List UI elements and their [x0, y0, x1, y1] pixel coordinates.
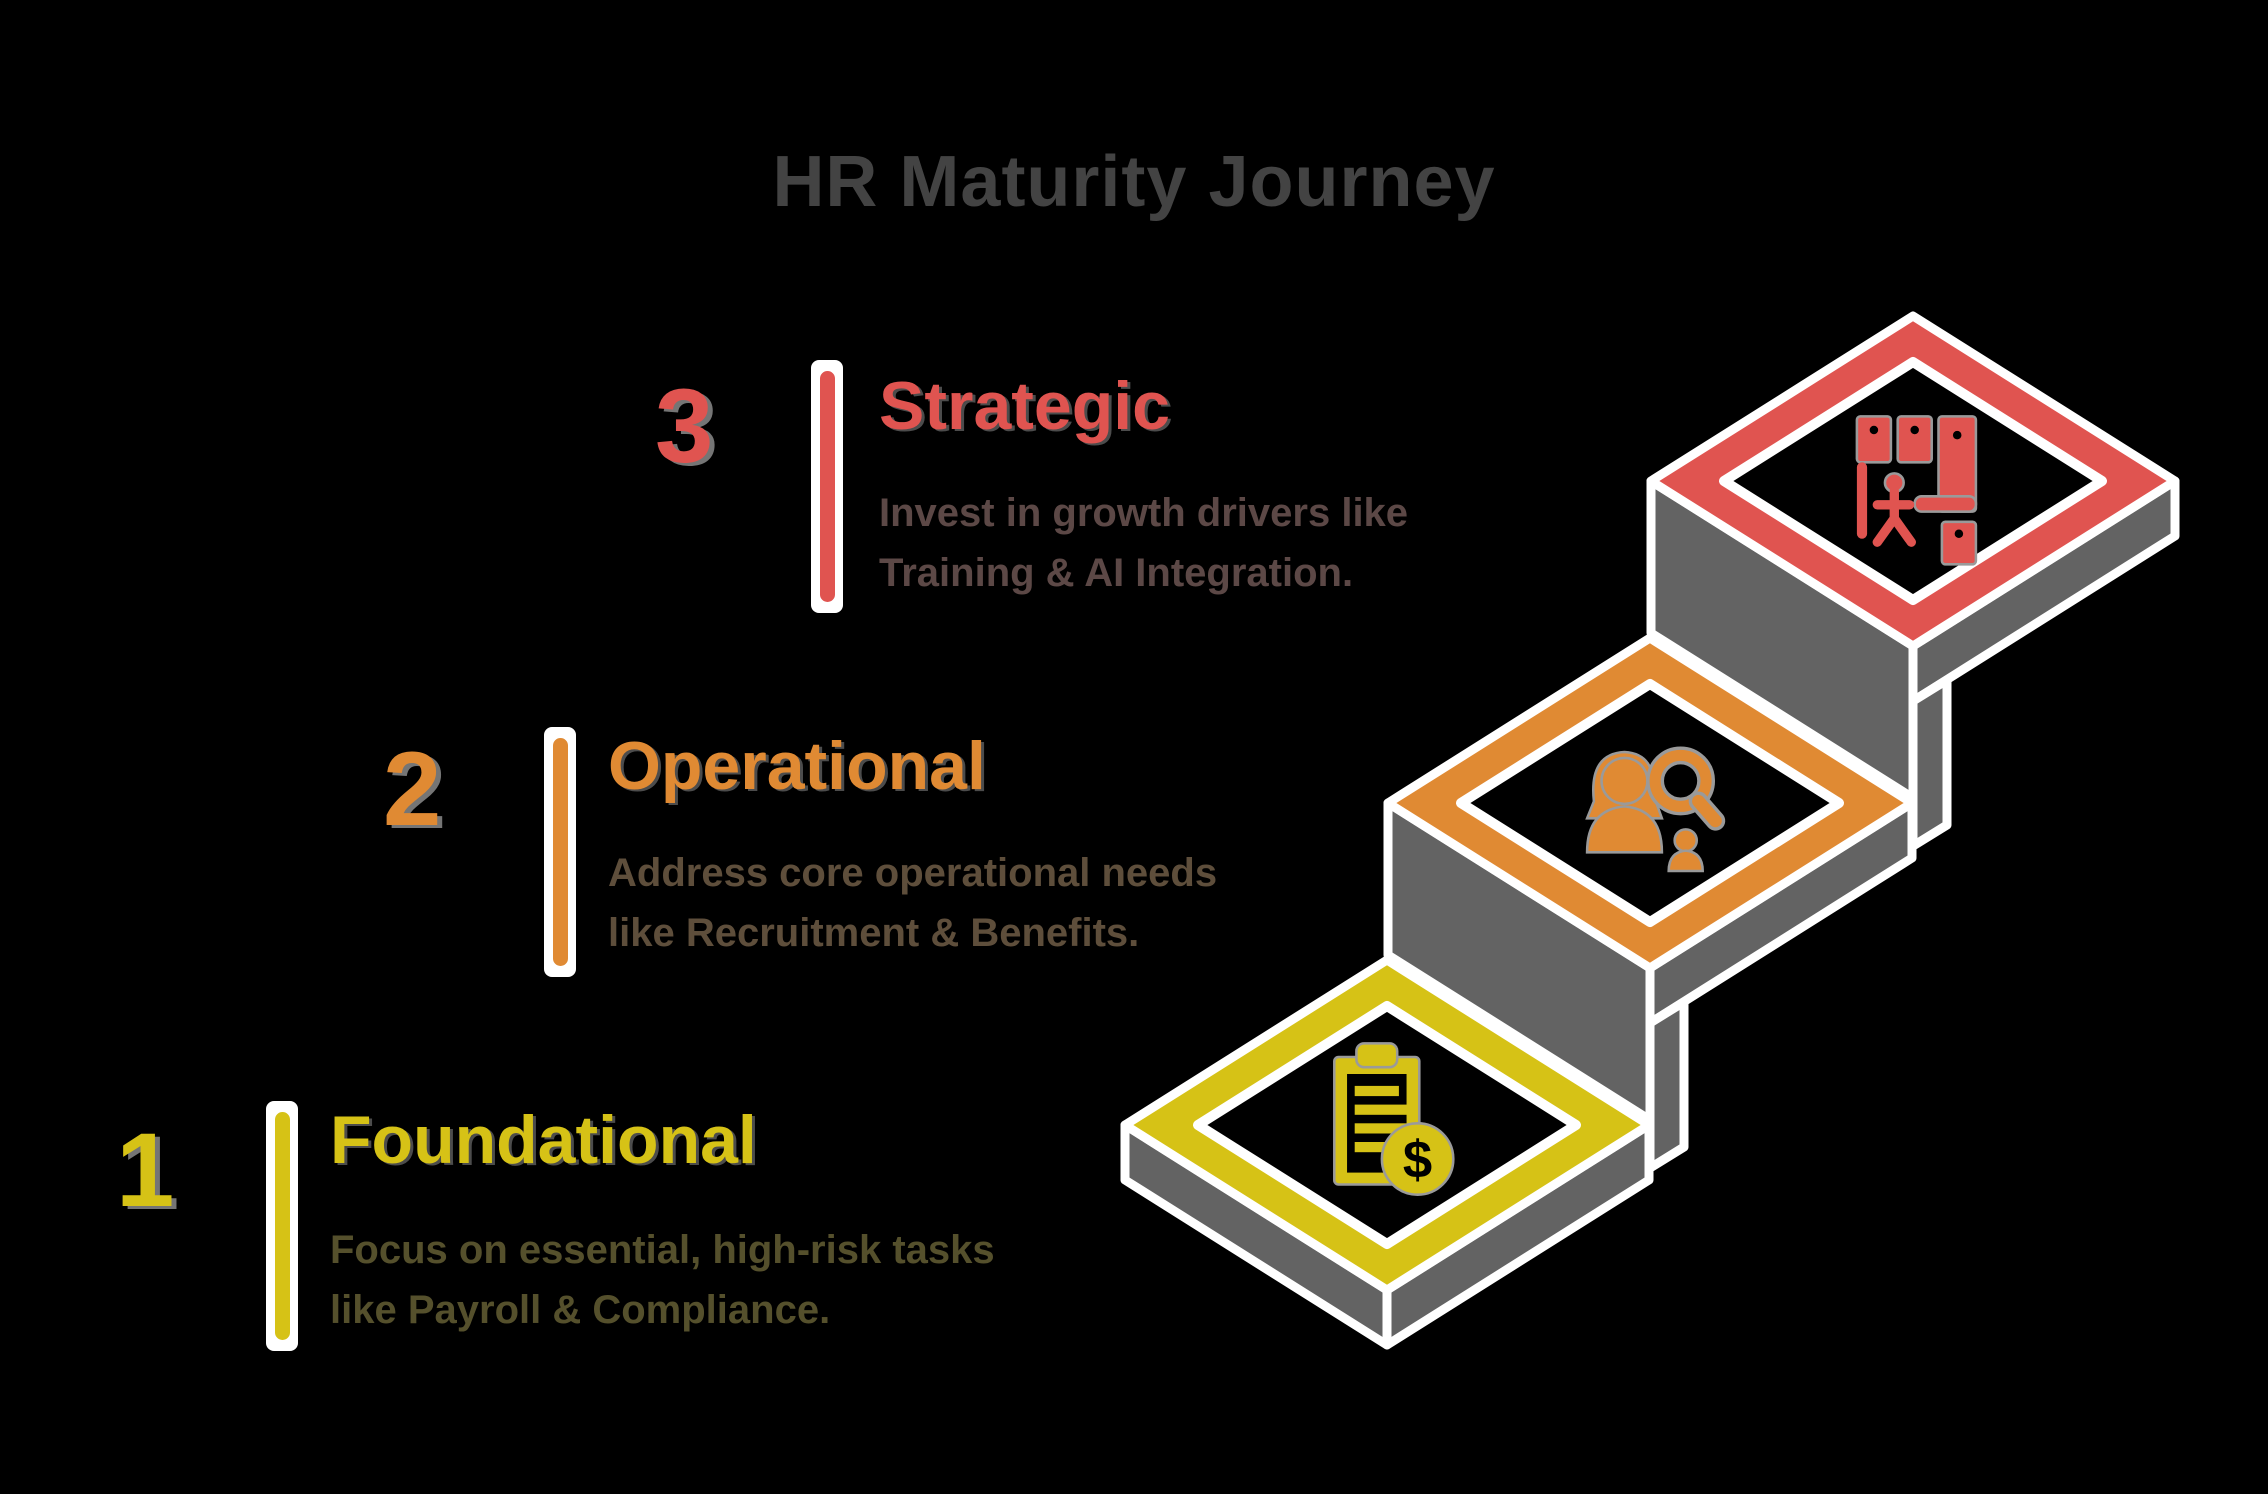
stair-step-1-box: $ [1120, 955, 1654, 1350]
payroll-clipboard-dollar-icon: $ [1333, 1042, 1455, 1196]
training-workspace-icon [1855, 415, 1978, 566]
step-2-accent-bar [544, 727, 576, 977]
step-1-accent-bar [266, 1101, 298, 1351]
step-1-number: 1 [116, 1112, 175, 1229]
step-3-number: 3 [655, 368, 714, 485]
step-1-description-line-2: like Payroll & Compliance. [330, 1288, 831, 1332]
step-1-accent-bar-core [274, 1112, 290, 1340]
stair-step-2-box [1383, 633, 1917, 1173]
step-1-description-line-1: Focus on essential, high-risk tasks [330, 1228, 995, 1272]
stair-step-3-box [1646, 311, 2180, 851]
recruitment-person-magnifier-icon [1585, 746, 1726, 873]
stair-step-3-diamond-inner [1719, 357, 2107, 605]
page-title: HR Maturity Journey [772, 142, 1496, 222]
step-2-label: Operational [608, 728, 986, 804]
step-2-accent-bar-core [552, 738, 568, 966]
step-3-description-line-2: Training & AI Integration. [879, 551, 1354, 595]
step-2-description-line-2: like Recruitment & Benefits. [608, 911, 1140, 955]
stair-step-3-riser [1908, 675, 1952, 851]
step-1-label: Foundational [330, 1102, 757, 1178]
step-3-description-line-1: Invest in growth drivers like [879, 491, 1409, 535]
step-3-description: Invest in growth drivers like Training &… [879, 483, 1499, 603]
step-3-accent-bar [811, 360, 843, 613]
step-3-accent-bar-core [819, 371, 835, 602]
step-1-description: Focus on essential, high-risk tasks like… [330, 1220, 1050, 1340]
dollar-sign-glyph: $ [1403, 1131, 1432, 1190]
step-2-description: Address core operational needs like Recr… [608, 843, 1268, 963]
stair-step-2-riser [1645, 997, 1689, 1173]
step-2-description-line-1: Address core operational needs [608, 851, 1218, 895]
step-3-label: Strategic [879, 368, 1170, 444]
step-2-number: 2 [383, 731, 442, 848]
